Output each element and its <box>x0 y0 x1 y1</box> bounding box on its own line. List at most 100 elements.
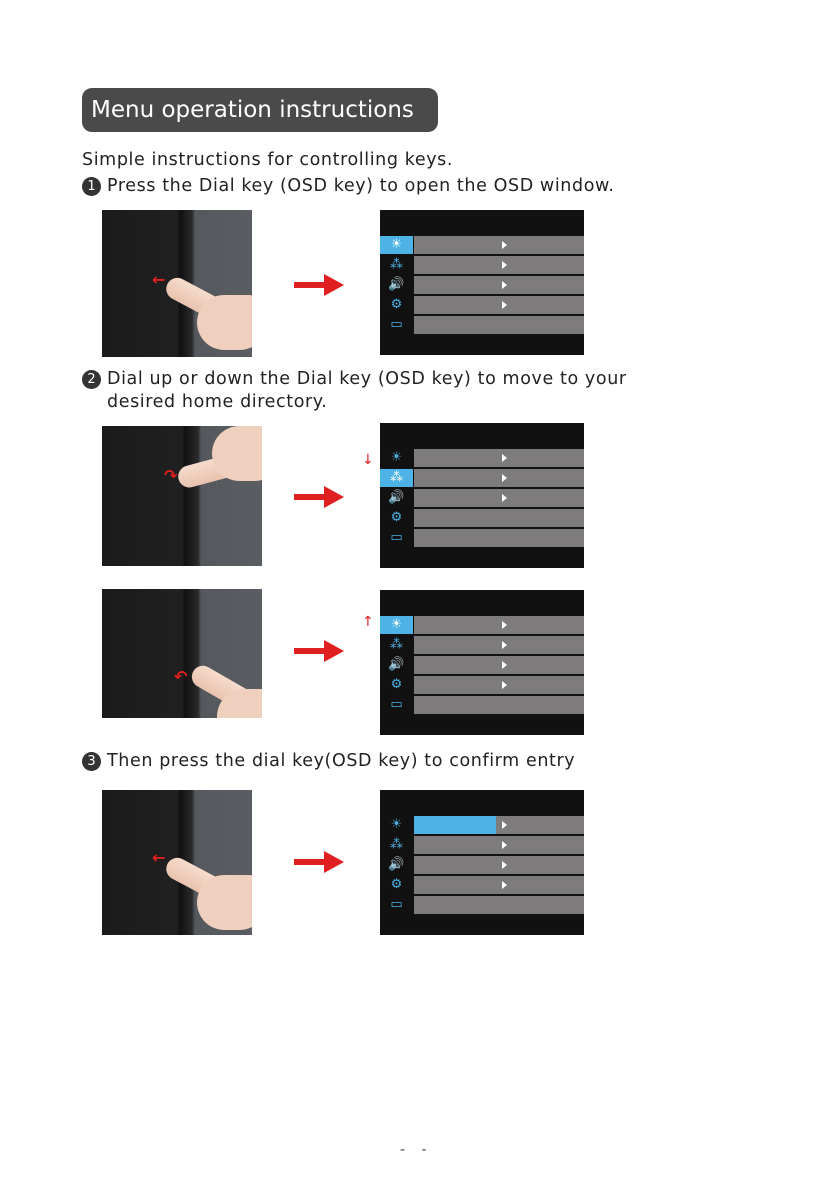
osd-menu-bar <box>414 856 584 874</box>
step-number: 2 <box>82 370 101 389</box>
monitor-icon: ▭ <box>390 897 403 912</box>
submenu-arrow-icon <box>502 454 507 462</box>
color-icon: ⁂ <box>390 257 403 272</box>
osd-menu-bar <box>414 449 584 467</box>
brightness-icon: ☀ <box>390 817 403 832</box>
osd-menu-row[interactable]: ⁂ <box>380 469 584 487</box>
submenu-highlight <box>414 816 496 834</box>
submenu-arrow-icon <box>502 821 507 829</box>
osd-menu-bar <box>414 316 584 334</box>
osd-menu-bar <box>414 616 584 634</box>
right-arrow-icon <box>294 640 344 662</box>
right-arrow-icon <box>294 851 344 873</box>
osd-menu-bar <box>414 876 584 894</box>
brightness-icon: ☀ <box>380 616 413 634</box>
osd-menu-bar <box>414 836 584 854</box>
submenu-arrow-icon <box>502 281 507 289</box>
settings-icon: ⚙ <box>390 510 403 525</box>
settings-icon: ⚙ <box>390 877 403 892</box>
audio-icon: 🔊 <box>388 857 405 872</box>
osd-menu-row[interactable]: ⁂ <box>380 836 584 854</box>
submenu-arrow-icon <box>502 261 507 269</box>
osd-window: ☀ ⁂ 🔊 ⚙ ▭ <box>380 790 584 935</box>
press-key-photo: ← <box>102 210 252 357</box>
osd-window: ☀ ⁂ 🔊 ⚙ ▭ <box>380 210 584 355</box>
osd-menu-row[interactable]: ⚙ <box>380 676 584 694</box>
osd-menu-row[interactable]: ⚙ <box>380 296 584 314</box>
step-number: 1 <box>82 177 101 196</box>
color-icon: ⁂ <box>390 837 403 852</box>
osd-menu-row[interactable]: ⁂ <box>380 256 584 274</box>
audio-icon: 🔊 <box>388 657 405 672</box>
osd-menu-bar <box>414 256 584 274</box>
step-2-continued: desired home directory. <box>107 392 328 412</box>
submenu-arrow-icon <box>502 241 507 249</box>
osd-menu-row[interactable]: ☀ <box>380 616 584 634</box>
osd-menu-bar <box>414 816 584 834</box>
color-icon: ⁂ <box>390 637 403 652</box>
left-arrow-icon: ← <box>152 270 166 289</box>
osd-menu-row[interactable]: 🔊 <box>380 489 584 507</box>
step-3: 3 Then press the dial key(OSD key) to con… <box>82 751 575 771</box>
up-arrow-icon: ↑ <box>362 614 374 630</box>
submenu-arrow-icon <box>502 661 507 669</box>
osd-menu-bar <box>414 896 584 914</box>
osd-menu-bar <box>414 676 584 694</box>
submenu-arrow-icon <box>502 641 507 649</box>
brightness-icon: ☀ <box>380 236 413 254</box>
osd-menu-bar <box>414 696 584 714</box>
osd-menu-bar <box>414 236 584 254</box>
audio-icon: 🔊 <box>388 277 405 292</box>
down-arrow-icon: ↓ <box>362 452 374 468</box>
step-text: Then press the dial key(OSD key) to conf… <box>107 751 576 771</box>
step-number: 3 <box>82 752 101 771</box>
osd-menu-row[interactable]: 🔊 <box>380 856 584 874</box>
monitor-icon: ▭ <box>390 697 403 712</box>
osd-menu-row[interactable]: ⚙ <box>380 876 584 894</box>
dial-up-photo: ↶ <box>102 589 262 718</box>
osd-menu-bar <box>414 529 584 547</box>
osd-menu-row[interactable]: 🔊 <box>380 656 584 674</box>
page-number: - - <box>400 1142 433 1158</box>
rotate-down-icon: ↷ <box>164 466 178 485</box>
left-arrow-icon: ← <box>152 848 166 867</box>
confirm-key-photo: ← <box>102 790 252 935</box>
submenu-arrow-icon <box>502 881 507 889</box>
osd-menu-row[interactable]: ☀ <box>380 236 584 254</box>
settings-icon: ⚙ <box>390 677 403 692</box>
audio-icon: 🔊 <box>388 490 405 505</box>
step-text: Dial up or down the Dial key (OSD key) t… <box>107 369 627 389</box>
submenu-arrow-icon <box>502 681 507 689</box>
brightness-icon: ☀ <box>390 450 403 465</box>
osd-menu-row[interactable]: ▭ <box>380 696 584 714</box>
osd-window: ☀ ⁂ 🔊 ⚙ ▭ <box>380 590 584 735</box>
intro-text: Simple instructions for controlling keys… <box>82 150 454 170</box>
step-2: 2 Dial up or down the Dial key (OSD key) … <box>82 369 627 389</box>
osd-menu-row[interactable]: ▭ <box>380 529 584 547</box>
osd-menu-row[interactable]: ▭ <box>380 896 584 914</box>
osd-menu-row[interactable]: ⚙ <box>380 509 584 527</box>
osd-menu-row[interactable]: 🔊 <box>380 276 584 294</box>
osd-menu-row[interactable]: ▭ <box>380 316 584 334</box>
osd-menu-row[interactable]: ☀ <box>380 816 584 834</box>
dial-down-photo: ↷ <box>102 426 262 566</box>
osd-menu-bar <box>414 489 584 507</box>
osd-menu-row[interactable]: ☀ <box>380 449 584 467</box>
rotate-up-icon: ↶ <box>174 667 188 686</box>
monitor-icon: ▭ <box>390 530 403 545</box>
submenu-arrow-icon <box>502 301 507 309</box>
osd-menu-bar <box>414 509 584 527</box>
osd-menu-row[interactable]: ⁂ <box>380 636 584 654</box>
step-text: Press the Dial key (OSD key) to open the… <box>107 176 615 196</box>
submenu-arrow-icon <box>502 621 507 629</box>
osd-menu-bar <box>414 276 584 294</box>
color-icon: ⁂ <box>380 469 413 487</box>
right-arrow-icon <box>294 486 344 508</box>
osd-menu-bar <box>414 636 584 654</box>
step-1: 1 Press the Dial key (OSD key) to open th… <box>82 176 614 196</box>
osd-menu-bar <box>414 656 584 674</box>
submenu-arrow-icon <box>502 841 507 849</box>
settings-icon: ⚙ <box>390 297 403 312</box>
right-arrow-icon <box>294 274 344 296</box>
osd-menu-bar <box>414 469 584 487</box>
